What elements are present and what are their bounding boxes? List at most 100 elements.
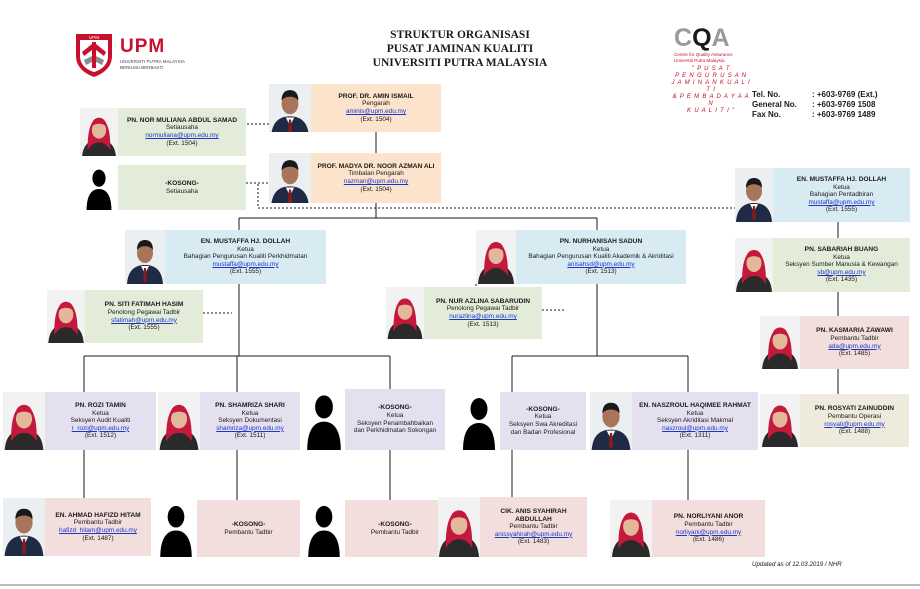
- upm-crest-icon: UPM: [76, 34, 112, 77]
- person-role: Ketua: [386, 411, 404, 419]
- cqa-logo: CQA Centre for Quality Assurance Univers…: [674, 24, 750, 64]
- cqa-wordmark: CQA: [674, 24, 730, 52]
- portrait-photo: [269, 153, 311, 203]
- title-line-3: UNIVERSITI PUTRA MALAYSIA: [372, 57, 548, 69]
- updated-note: Updated as of 12.03.2019 / NHR: [752, 561, 842, 568]
- person-role: dan Perkhidmatan Sokongan: [353, 427, 437, 435]
- email-link[interactable]: shamriza@upm.edu.my: [216, 424, 284, 432]
- email-link[interactable]: r_rozi@upm.edu.my: [71, 424, 130, 432]
- cqa-subtitle: Centre for Quality Assurance Universiti …: [674, 52, 733, 63]
- person-role: Ketua: [534, 413, 552, 421]
- person-role: Pembantu Tadbir: [684, 520, 733, 528]
- person-role: Seksyen Swa Akreditasi: [508, 421, 578, 428]
- contact-row: Tel. No.: +603-9769 (Ext.): [752, 90, 878, 99]
- extension: (Ext. 1513): [585, 268, 617, 276]
- email-link[interactable]: naszroul@upm.edu.my: [662, 424, 728, 432]
- email-link[interactable]: normuliana@upm.edu.my: [145, 132, 219, 139]
- email-link[interactable]: sb@upm.edu.my: [817, 268, 866, 276]
- person-name: PN. NURHANISAH SADUN: [559, 238, 643, 246]
- person-name: EN. MUSTAFFA HJ. DOLLAH: [796, 176, 887, 184]
- email-link[interactable]: norliyani@upm.edu.my: [675, 528, 742, 536]
- portrait-photo: [735, 168, 773, 222]
- person-role: Penolong Pegawai Tadbir: [107, 308, 181, 316]
- portrait-photo: [476, 230, 516, 284]
- person-role: Ketua: [592, 245, 610, 253]
- title-line-2: PUSAT JAMINAN KUALITI: [386, 43, 534, 55]
- person-role: Bahagian Pentadbiran: [809, 191, 874, 199]
- svg-text:UPM: UPM: [89, 35, 99, 40]
- person-name: EN. AHMAD HAFIZD HITAM: [55, 511, 141, 519]
- person-card: -KOSONG-Setiausaha: [118, 165, 246, 210]
- person-role: Timbalan Pengarah: [348, 170, 404, 178]
- email-link[interactable]: anisahsd@upm.edu.my: [567, 260, 635, 268]
- contact-row: General No.: +603-9769 1508: [752, 100, 876, 109]
- person-name: PN. ROSYATI ZAINUDDIN: [814, 405, 895, 413]
- person-card: -KOSONG-Pembantu Tadbir: [197, 500, 300, 557]
- contact-row: Fax No.: +603-9769 1489: [752, 110, 876, 119]
- email-link[interactable]: nazman@upm.edu.my: [343, 178, 409, 185]
- person-role: Seksyen Dokumentasi: [218, 417, 282, 425]
- email-link[interactable]: anissyahirah@upm.edu.my: [494, 530, 573, 538]
- silhouette-icon: [155, 500, 197, 557]
- person-card: -KOSONG-Pembantu Tadbir: [345, 500, 445, 557]
- extension: (Ext. 1555): [128, 324, 160, 332]
- extension: (Ext. 1555): [825, 206, 858, 214]
- upm-wordmark: UPM: [120, 36, 166, 57]
- extension: (Ext. 1504): [360, 185, 392, 193]
- person-role: Seksyen Sumber Manusia & Kewangan: [785, 261, 898, 269]
- person-name: PN. KASMARIA ZAWAWI: [816, 327, 893, 335]
- email-link[interactable]: hafizd_hitam@upm.edu.my: [59, 527, 137, 534]
- extension: (Ext. 1435): [825, 276, 858, 284]
- silhouette-icon: [80, 165, 118, 210]
- email-link[interactable]: aminis@upm.edu.my: [345, 108, 407, 115]
- extension: (Ext. 1311): [679, 432, 711, 440]
- person-role: Seksyen Penambahbaikan: [356, 419, 434, 427]
- person-role: Seksyen Akriditasi Makmal: [656, 417, 733, 425]
- person-name: PROF. MADYA DR. NOOR AZMAN ALI: [317, 162, 435, 170]
- portrait-photo: [3, 392, 45, 450]
- person-name: PN. SABARIAH BUANG: [804, 246, 879, 254]
- portrait-photo: [125, 230, 165, 284]
- extension: (Ext. 1504): [360, 115, 392, 123]
- person-name: -KOSONG-: [231, 520, 266, 528]
- person-role: Ketua: [92, 409, 109, 417]
- portrait-photo: [47, 290, 85, 343]
- email-link[interactable]: nurazlina@upm.edu.my: [449, 313, 517, 320]
- person-name: -KOSONG-: [526, 405, 560, 413]
- person-role: dan Badan Profesional: [510, 428, 576, 436]
- silhouette-icon: [303, 389, 345, 450]
- email-link[interactable]: sfatimah@upm.edu.my: [111, 316, 177, 324]
- contact-info: Tel. No.: +603-9769 (Ext.) General No.: …: [752, 90, 878, 120]
- person-role: Ketua: [833, 183, 850, 191]
- person-role: Seksyen Audit Kualiti: [70, 417, 131, 425]
- silhouette-icon: [303, 500, 345, 557]
- upm-subtitle: UNIVERSITI PUTRA MALAYSIA BERILMU BERBAK…: [120, 59, 185, 70]
- person-name: -KOSONG-: [378, 404, 412, 412]
- extension: (Ext. 1513): [467, 320, 499, 328]
- portrait-photo: [3, 498, 45, 556]
- person-name: PROF. DR. AMIN ISMAIL: [338, 92, 414, 100]
- person-role: Pengarah: [362, 100, 390, 108]
- extension: (Ext. 1483): [517, 538, 550, 546]
- person-role: Setiausaha: [166, 124, 198, 132]
- email-link[interactable]: ada@upm.edu.my: [828, 342, 881, 350]
- email-link[interactable]: mustaffa@upm.edu.my: [212, 260, 279, 268]
- person-role: Ketua: [686, 409, 704, 417]
- email-link[interactable]: rosyati@upm.edu.my: [824, 420, 885, 428]
- email-link[interactable]: mustaffa@upm.edu.my: [808, 198, 875, 206]
- person-name: EN. NASZROUL HAQIMEE RAHMAT: [639, 402, 751, 410]
- person-role: Pembantu Tadbir: [73, 519, 123, 527]
